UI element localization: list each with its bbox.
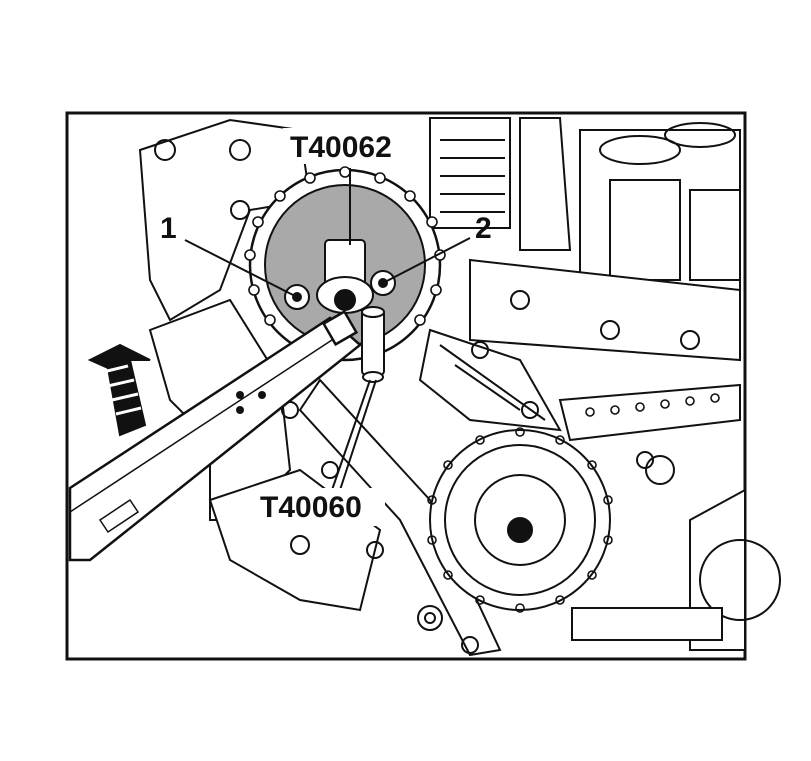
locking-pin-tool <box>361 306 385 383</box>
tool-label-bottom: T40060 <box>260 491 362 524</box>
engine-drawing <box>138 117 781 657</box>
counterhold-tool <box>316 239 374 314</box>
tool-label-top: T40062 <box>290 131 392 164</box>
callout-1: 1 <box>160 212 177 245</box>
torque-wrench <box>68 309 362 562</box>
rotation-arrow-icon <box>87 343 151 437</box>
callout-2: 2 <box>475 212 492 245</box>
leader-lines <box>184 168 471 491</box>
reference-code-box <box>571 607 723 641</box>
